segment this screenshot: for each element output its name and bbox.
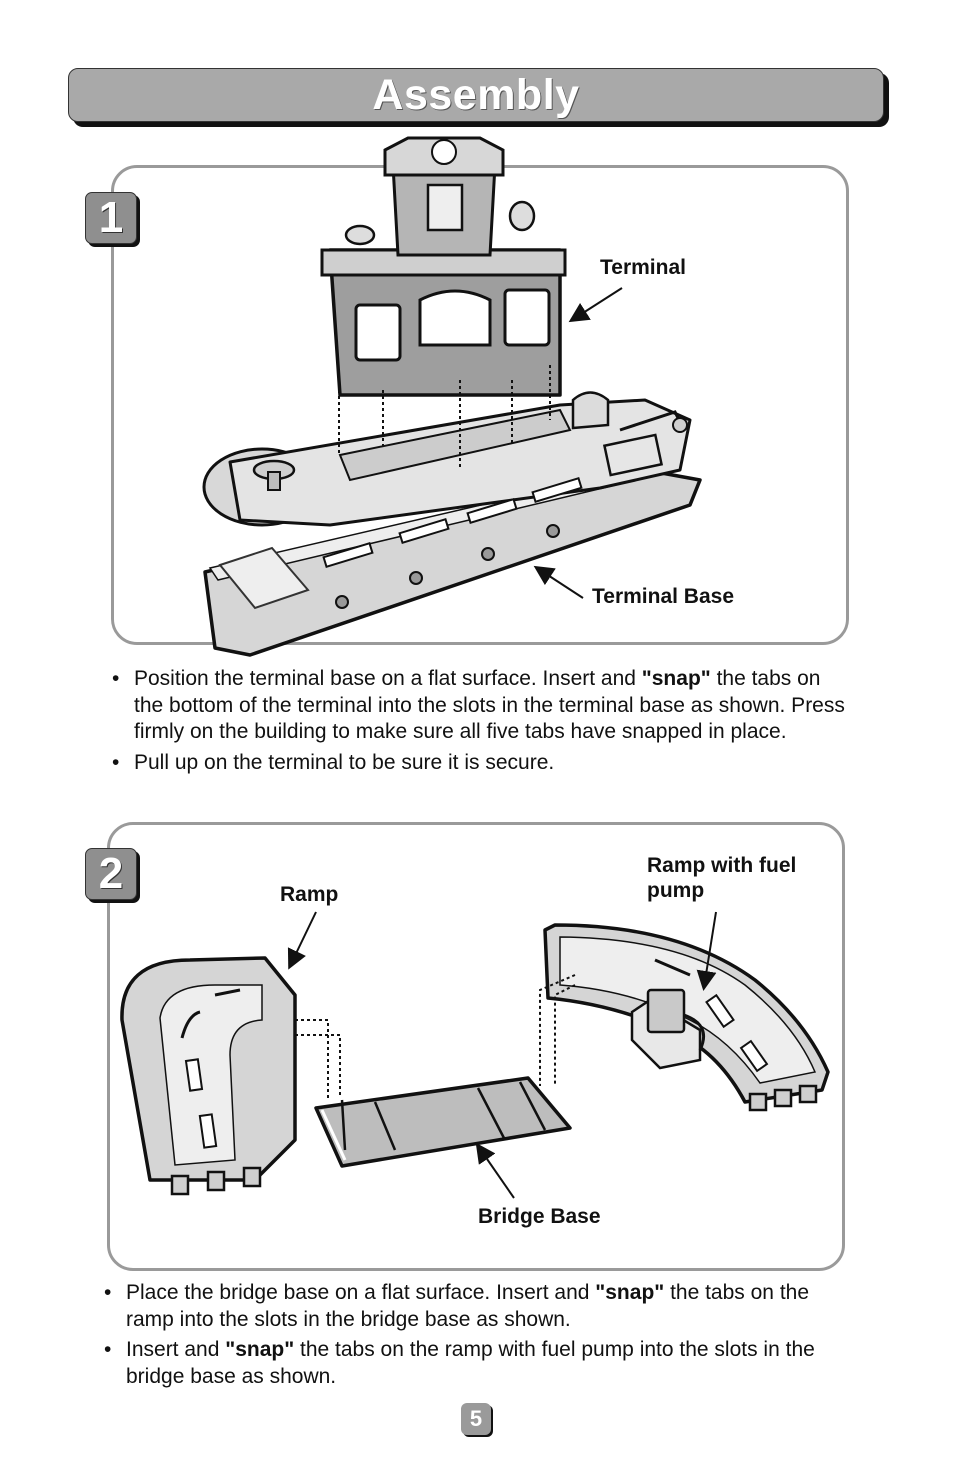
bridge-base-illustration [314,1076,572,1168]
terminal-building-illustration [320,136,567,397]
step-2-badge: 2 [85,848,137,900]
step-1-badge: 1 [85,192,137,244]
instruction-item: Position the terminal base on a flat sur… [112,666,847,746]
instruction-item: Insert and "snap" the tabs on the ramp w… [104,1337,854,1390]
ramp-arrow [287,911,317,970]
terminal-alignment-guides [338,365,551,470]
title-bar: Assembly [68,68,884,122]
bridge-alignment-guides [295,974,576,1098]
terminal-label: Terminal [600,256,686,279]
bridge-base-arrow [475,1142,515,1199]
ramp-illustration [120,956,297,1196]
ramp-with-fuel-pump-arrow [696,911,717,991]
terminal-base-arrow [533,565,584,599]
step-1-instructions: Position the terminal base on a flat sur… [112,666,847,780]
terminal-arrow [568,287,623,323]
page-number: 5 [461,1403,491,1435]
page-title: Assembly [372,71,580,119]
bridge-base-label: Bridge Base [478,1205,601,1228]
instruction-item: Place the bridge base on a flat surface.… [104,1280,854,1333]
terminal-base-label: Terminal Base [592,585,735,608]
ramp-with-fuel-pump-label: Ramp with fuel pump [647,854,797,902]
ramp-label: Ramp [280,883,339,906]
step-2-instructions: Place the bridge base on a flat surface.… [104,1280,854,1394]
ramp-with-fuel-pump-illustration [543,923,830,1112]
instruction-item: Pull up on the terminal to be sure it is… [112,750,847,777]
terminal-base-illustration [202,391,702,657]
